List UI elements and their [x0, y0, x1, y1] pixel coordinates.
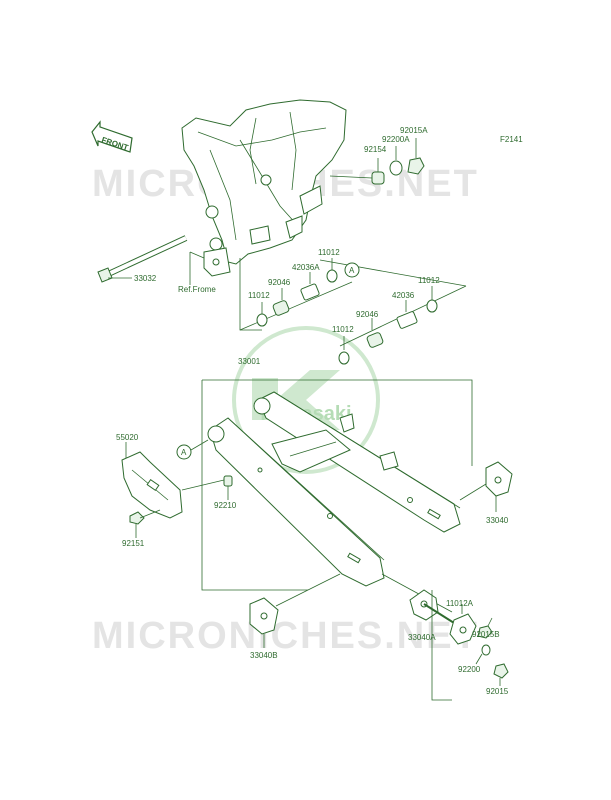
ref-frame-label: Ref.Frome — [178, 285, 216, 294]
part-11012-d: 11012 — [332, 325, 354, 334]
part-33040: 33040 — [486, 516, 509, 525]
part-92046-b: 92046 — [356, 310, 379, 319]
part-11012-c: 11012 — [248, 291, 270, 300]
callout-a-upper — [344, 262, 360, 278]
part-33040A: 33040A — [408, 633, 436, 642]
part-92151: 92151 — [122, 539, 145, 548]
callout-a-lower-letter: A — [181, 448, 187, 457]
part-33001: 33001 — [238, 357, 261, 366]
part-55020: 55020 — [116, 433, 139, 442]
pivot-shaft — [97, 235, 188, 283]
end-plate-33040 — [485, 461, 513, 497]
part-11012-b: 11012 — [418, 276, 440, 285]
part-92015: 92015 — [486, 687, 509, 696]
part-92046-a: 92046 — [268, 278, 291, 287]
part-33040B: 33040B — [250, 651, 278, 660]
part-92015B: 92015B — [472, 630, 500, 639]
callout-a-upper-letter: A — [349, 266, 355, 275]
part-11012A: 11012A — [446, 599, 474, 608]
swingarm — [207, 391, 461, 587]
chain-guide — [121, 451, 183, 519]
front-arrow-icon: FRONT — [91, 120, 133, 153]
part-42036A: 42036A — [292, 263, 320, 272]
part-33032: 33032 — [134, 274, 157, 283]
plate-11012A — [449, 613, 477, 645]
part-42036: 42036 — [392, 291, 415, 300]
part-92210: 92210 — [214, 501, 237, 510]
end-plate-33040B — [249, 597, 279, 635]
part-92200A: 92200A — [382, 135, 410, 144]
watermark-bottom: MICRONICHES.NET — [92, 615, 479, 657]
part-92200: 92200 — [458, 665, 481, 674]
callout-a-lower — [176, 444, 192, 460]
frame-outline — [181, 99, 347, 277]
part-11012-a: 11012 — [318, 248, 340, 257]
part-92015A: 92015A — [400, 126, 428, 135]
hardware-upper-right — [371, 157, 425, 185]
figure-code: F2141 — [500, 135, 523, 144]
part-92154: 92154 — [364, 145, 387, 154]
